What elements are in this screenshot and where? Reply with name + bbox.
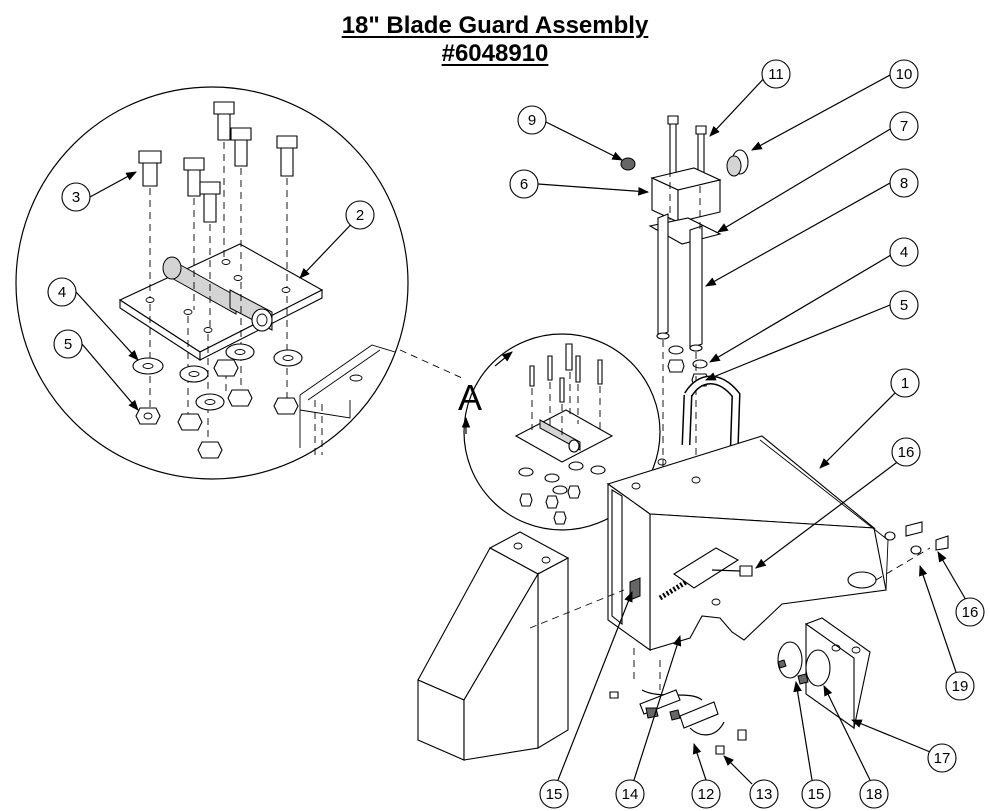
callout-7: 7 — [889, 111, 919, 141]
blade-guard-body — [606, 375, 949, 652]
callout-15: 15 — [801, 779, 831, 809]
callout-1: 1 — [890, 368, 920, 398]
svg-text:12: 12 — [698, 786, 715, 803]
detail-label: A — [458, 377, 482, 418]
callout-11: 11 — [761, 59, 791, 89]
svg-text:19: 19 — [952, 678, 969, 695]
svg-text:3: 3 — [72, 189, 80, 206]
svg-text:13: 13 — [756, 786, 773, 803]
svg-text:8: 8 — [900, 175, 908, 192]
svg-text:11: 11 — [768, 66, 784, 83]
svg-text:9: 9 — [528, 112, 536, 129]
callout-leaders — [75, 73, 967, 785]
callout-14: 14 — [615, 779, 645, 809]
svg-text:5: 5 — [900, 297, 908, 314]
callout-19: 19 — [945, 671, 975, 701]
top-mount — [620, 115, 749, 470]
callout-15: 15 — [539, 779, 569, 809]
lower-brackets — [609, 648, 747, 755]
svg-text:7: 7 — [900, 118, 908, 135]
callout-5: 5 — [53, 329, 83, 359]
svg-text:1: 1 — [901, 375, 909, 392]
callout-3: 3 — [61, 182, 91, 212]
callout-10: 10 — [889, 59, 919, 89]
svg-text:17: 17 — [934, 750, 951, 767]
callout-2: 2 — [345, 200, 375, 230]
svg-text:16: 16 — [962, 604, 979, 621]
svg-text:15: 15 — [546, 786, 563, 803]
svg-text:10: 10 — [896, 66, 913, 83]
diagram-title: 18" Blade Guard Assembly — [341, 12, 649, 39]
svg-text:4: 4 — [58, 284, 66, 301]
svg-text:2: 2 — [356, 207, 364, 224]
lower-guard — [417, 531, 625, 761]
callout-18: 18 — [859, 779, 889, 809]
callout-16: 16 — [955, 597, 985, 627]
nuts — [135, 359, 299, 459]
svg-text:5: 5 — [64, 336, 72, 353]
svg-text:18: 18 — [866, 786, 883, 803]
detail-view-large — [15, 86, 463, 480]
callout-5: 5 — [889, 290, 919, 320]
svg-text:6: 6 — [520, 176, 528, 193]
callout-9: 9 — [517, 105, 547, 135]
callout-17: 17 — [927, 743, 957, 773]
callout-12: 12 — [691, 779, 721, 809]
plate-17 — [777, 617, 871, 730]
callout-13: 13 — [749, 779, 779, 809]
svg-text:16: 16 — [898, 444, 915, 461]
callout-6: 6 — [509, 169, 539, 199]
washers — [132, 343, 303, 411]
svg-text:4: 4 — [900, 244, 908, 261]
callout-16: 16 — [891, 437, 921, 467]
hinge-bolts — [138, 101, 298, 223]
svg-text:15: 15 — [808, 786, 825, 803]
callout-8: 8 — [889, 168, 919, 198]
detail-view-small: A — [458, 333, 661, 531]
part-number: #6048910 — [441, 40, 549, 67]
callout-4: 4 — [47, 277, 77, 307]
svg-text:14: 14 — [622, 786, 639, 803]
callout-4: 4 — [889, 237, 919, 267]
callout-bubbles: 1 2 3 4 4 5 5 6 7 8 9 10 11 12 13 14 15 … — [47, 59, 985, 809]
